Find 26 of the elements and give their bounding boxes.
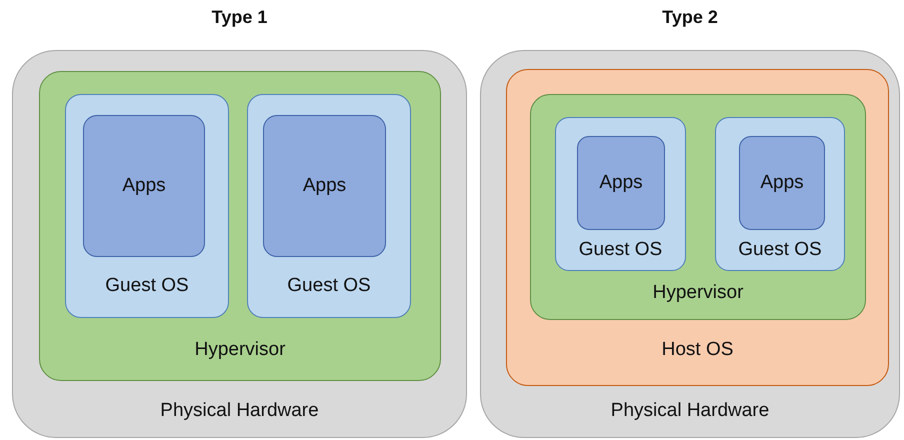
apps-box — [83, 115, 205, 257]
guest-os-box — [555, 117, 686, 271]
box-label: Guest OS — [578, 239, 662, 261]
apps-box — [739, 136, 825, 230]
box-label: Guest OS — [738, 239, 822, 261]
guest-os-box — [247, 94, 411, 318]
box-label: Physical Hardware — [610, 400, 770, 422]
apps-box — [577, 136, 665, 230]
guest-os-box — [65, 94, 229, 318]
box-label: Guest OS — [105, 275, 189, 297]
hypervisor-layer — [530, 94, 866, 320]
box-label: Apps — [302, 175, 346, 197]
box-label: Physical Hardware — [160, 400, 319, 422]
section-heading: Type 2 — [662, 6, 718, 28]
host-os-layer — [506, 69, 889, 386]
box-label: Apps — [122, 175, 166, 197]
box-label: Host OS — [662, 339, 734, 361]
box-label: Hypervisor — [652, 282, 744, 304]
box-label: Guest OS — [287, 275, 371, 297]
box-label: Hypervisor — [194, 339, 286, 361]
hypervisor-layer — [39, 71, 441, 381]
section-heading: Type 1 — [212, 6, 268, 28]
box-label: Apps — [760, 172, 804, 194]
guest-os-box — [715, 117, 845, 271]
box-label: Apps — [599, 172, 643, 194]
apps-box — [263, 115, 386, 257]
